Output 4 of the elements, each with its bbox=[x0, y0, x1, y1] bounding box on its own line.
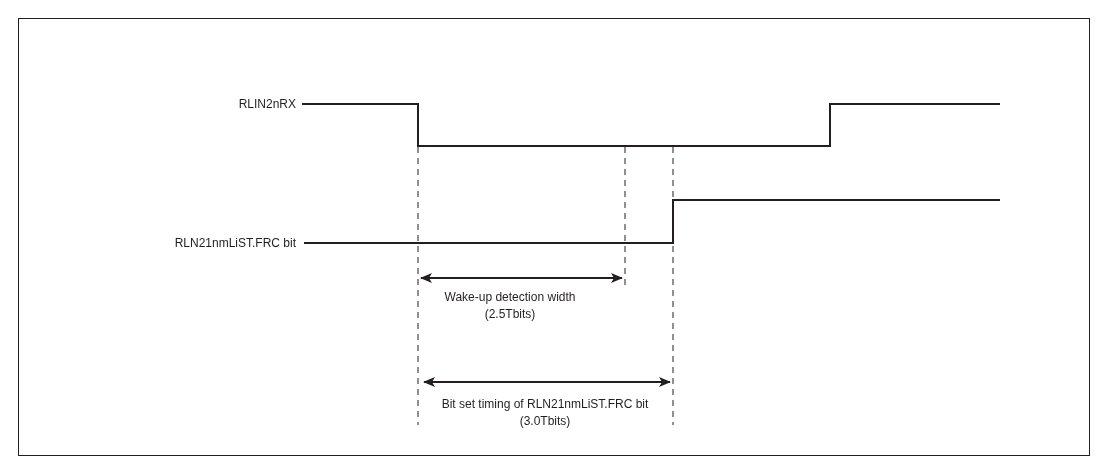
dimension-label: Wake-up detection width (2.5Tbits) bbox=[443, 289, 577, 323]
signal-name: RLIN2nRX bbox=[237, 96, 296, 113]
dimension-label: Bit set timing of RLN21nmLiST.FRC bit (3.0Tbits) bbox=[440, 396, 650, 430]
signal-name: RLN21nmLiST.FRC bit bbox=[173, 235, 296, 252]
